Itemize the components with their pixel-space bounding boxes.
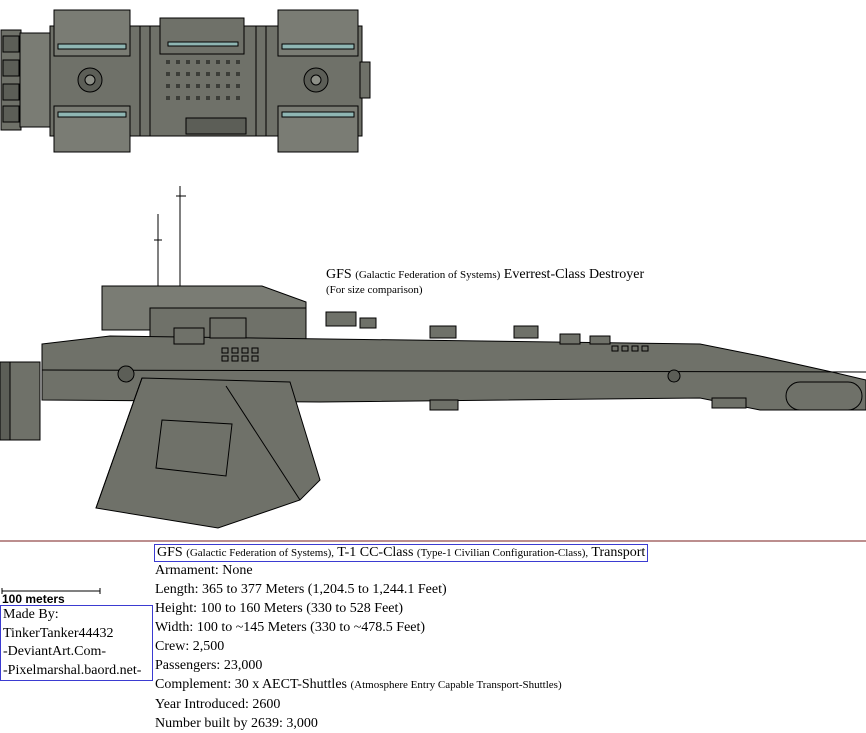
title-prefix: GFS [157, 545, 183, 560]
title-org: (Galactic Federation of Systems), [186, 547, 335, 559]
title-class: T-1 CC-Class [337, 545, 414, 560]
spec-height: Height: 100 to 160 Meters (330 to 528 Fe… [155, 601, 404, 616]
comparison-prefix: GFS [326, 267, 352, 282]
ship-specs: Armament: None Length: 365 to 377 Meters… [155, 561, 562, 733]
ship-title: GFS (Galactic Federation of Systems), T-… [154, 544, 649, 562]
title-role: Transport [591, 545, 646, 560]
comparison-class: Everrest-Class Destroyer [503, 267, 645, 282]
spec-complement-main: Complement: 30 x AECT-Shuttles [155, 677, 347, 692]
credits: Made By: TinkerTanker44432 -DeviantArt.C… [0, 605, 153, 681]
comparison-caption: GFS (Galactic Federation of Systems) Eve… [326, 266, 644, 284]
title-class-detail: (Type-1 Civilian Configuration-Class), [416, 547, 589, 559]
spec-passengers: Passengers: 23,000 [155, 658, 263, 673]
credit-line-1: Made By: [3, 607, 59, 622]
spec-length: Length: 365 to 377 Meters (1,204.5 to 1,… [155, 582, 447, 597]
credit-line-2: TinkerTanker44432 [3, 625, 114, 641]
spec-complement: Complement: 30 x AECT-Shuttles (Atmosphe… [155, 675, 562, 695]
comparison-note: (For size comparison) [326, 284, 423, 296]
scale-label: 100 meters [2, 592, 65, 606]
comparison-org: (Galactic Federation of Systems) [355, 269, 501, 281]
spec-complement-detail: (Atmosphere Entry Capable Transport-Shut… [350, 679, 562, 691]
spec-width: Width: 100 to ~145 Meters (330 to ~478.5… [155, 620, 426, 635]
transport-top-view [0, 9, 371, 153]
credit-line-3: -DeviantArt.Com- [3, 644, 107, 659]
destroyer-side-view [0, 186, 866, 529]
credit-line-4: -Pixelmarshal.baord.net- [3, 662, 142, 678]
spec-armament: Armament: None [155, 563, 253, 578]
spec-year: Year Introduced: 2600 [155, 697, 281, 712]
spec-crew: Crew: 2,500 [155, 639, 225, 654]
spec-built: Number built by 2639: 3,000 [155, 716, 318, 731]
scale-bar [1, 588, 101, 594]
